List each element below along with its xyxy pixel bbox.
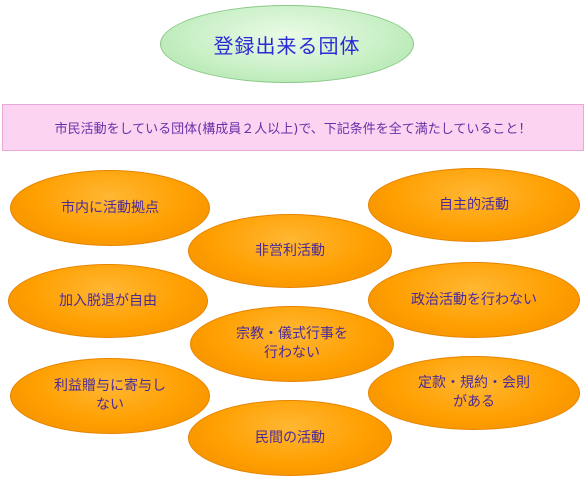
requirement-voluntary: 自主的活動: [368, 168, 580, 242]
requirement-label: 定款・規約・会則 がある: [418, 375, 530, 410]
title-ellipse: 登録出来る団体: [160, 5, 414, 83]
requirement-label: 自主的活動: [439, 196, 509, 213]
requirement-no-religion: 宗教・儀式行事を 行わない: [190, 306, 394, 382]
requirement-no-politics: 政治活動を行わない: [368, 262, 580, 338]
requirement-has-bylaws: 定款・規約・会則 がある: [368, 356, 580, 430]
requirement-label: 非営利活動: [255, 242, 325, 259]
requirement-label: 利益贈与に寄与し ない: [54, 378, 166, 413]
condition-banner: 市民活動をしている団体(構成員２人以上)で、下記条件を全て満たしていること！: [2, 104, 584, 151]
requirement-label: 政治活動を行わない: [411, 291, 537, 308]
requirement-label: 市内に活動拠点: [61, 199, 159, 216]
diagram-title: 登録出来る団体: [213, 33, 361, 58]
requirement-nonprofit: 非営利活動: [188, 214, 392, 288]
requirement-private: 民間の活動: [188, 400, 392, 476]
requirement-label: 民間の活動: [255, 429, 325, 446]
requirement-open-membership: 加入脱退が自由: [8, 264, 208, 338]
requirement-no-profit-sharing: 利益贈与に寄与し ない: [10, 358, 210, 434]
requirement-active-base: 市内に活動拠点: [10, 170, 210, 246]
condition-text: 市民活動をしている団体(構成員２人以上)で、下記条件を全て満たしていること！: [54, 122, 532, 137]
requirement-label: 加入脱退が自由: [59, 292, 157, 309]
requirement-label: 宗教・儀式行事を 行わない: [236, 326, 348, 361]
